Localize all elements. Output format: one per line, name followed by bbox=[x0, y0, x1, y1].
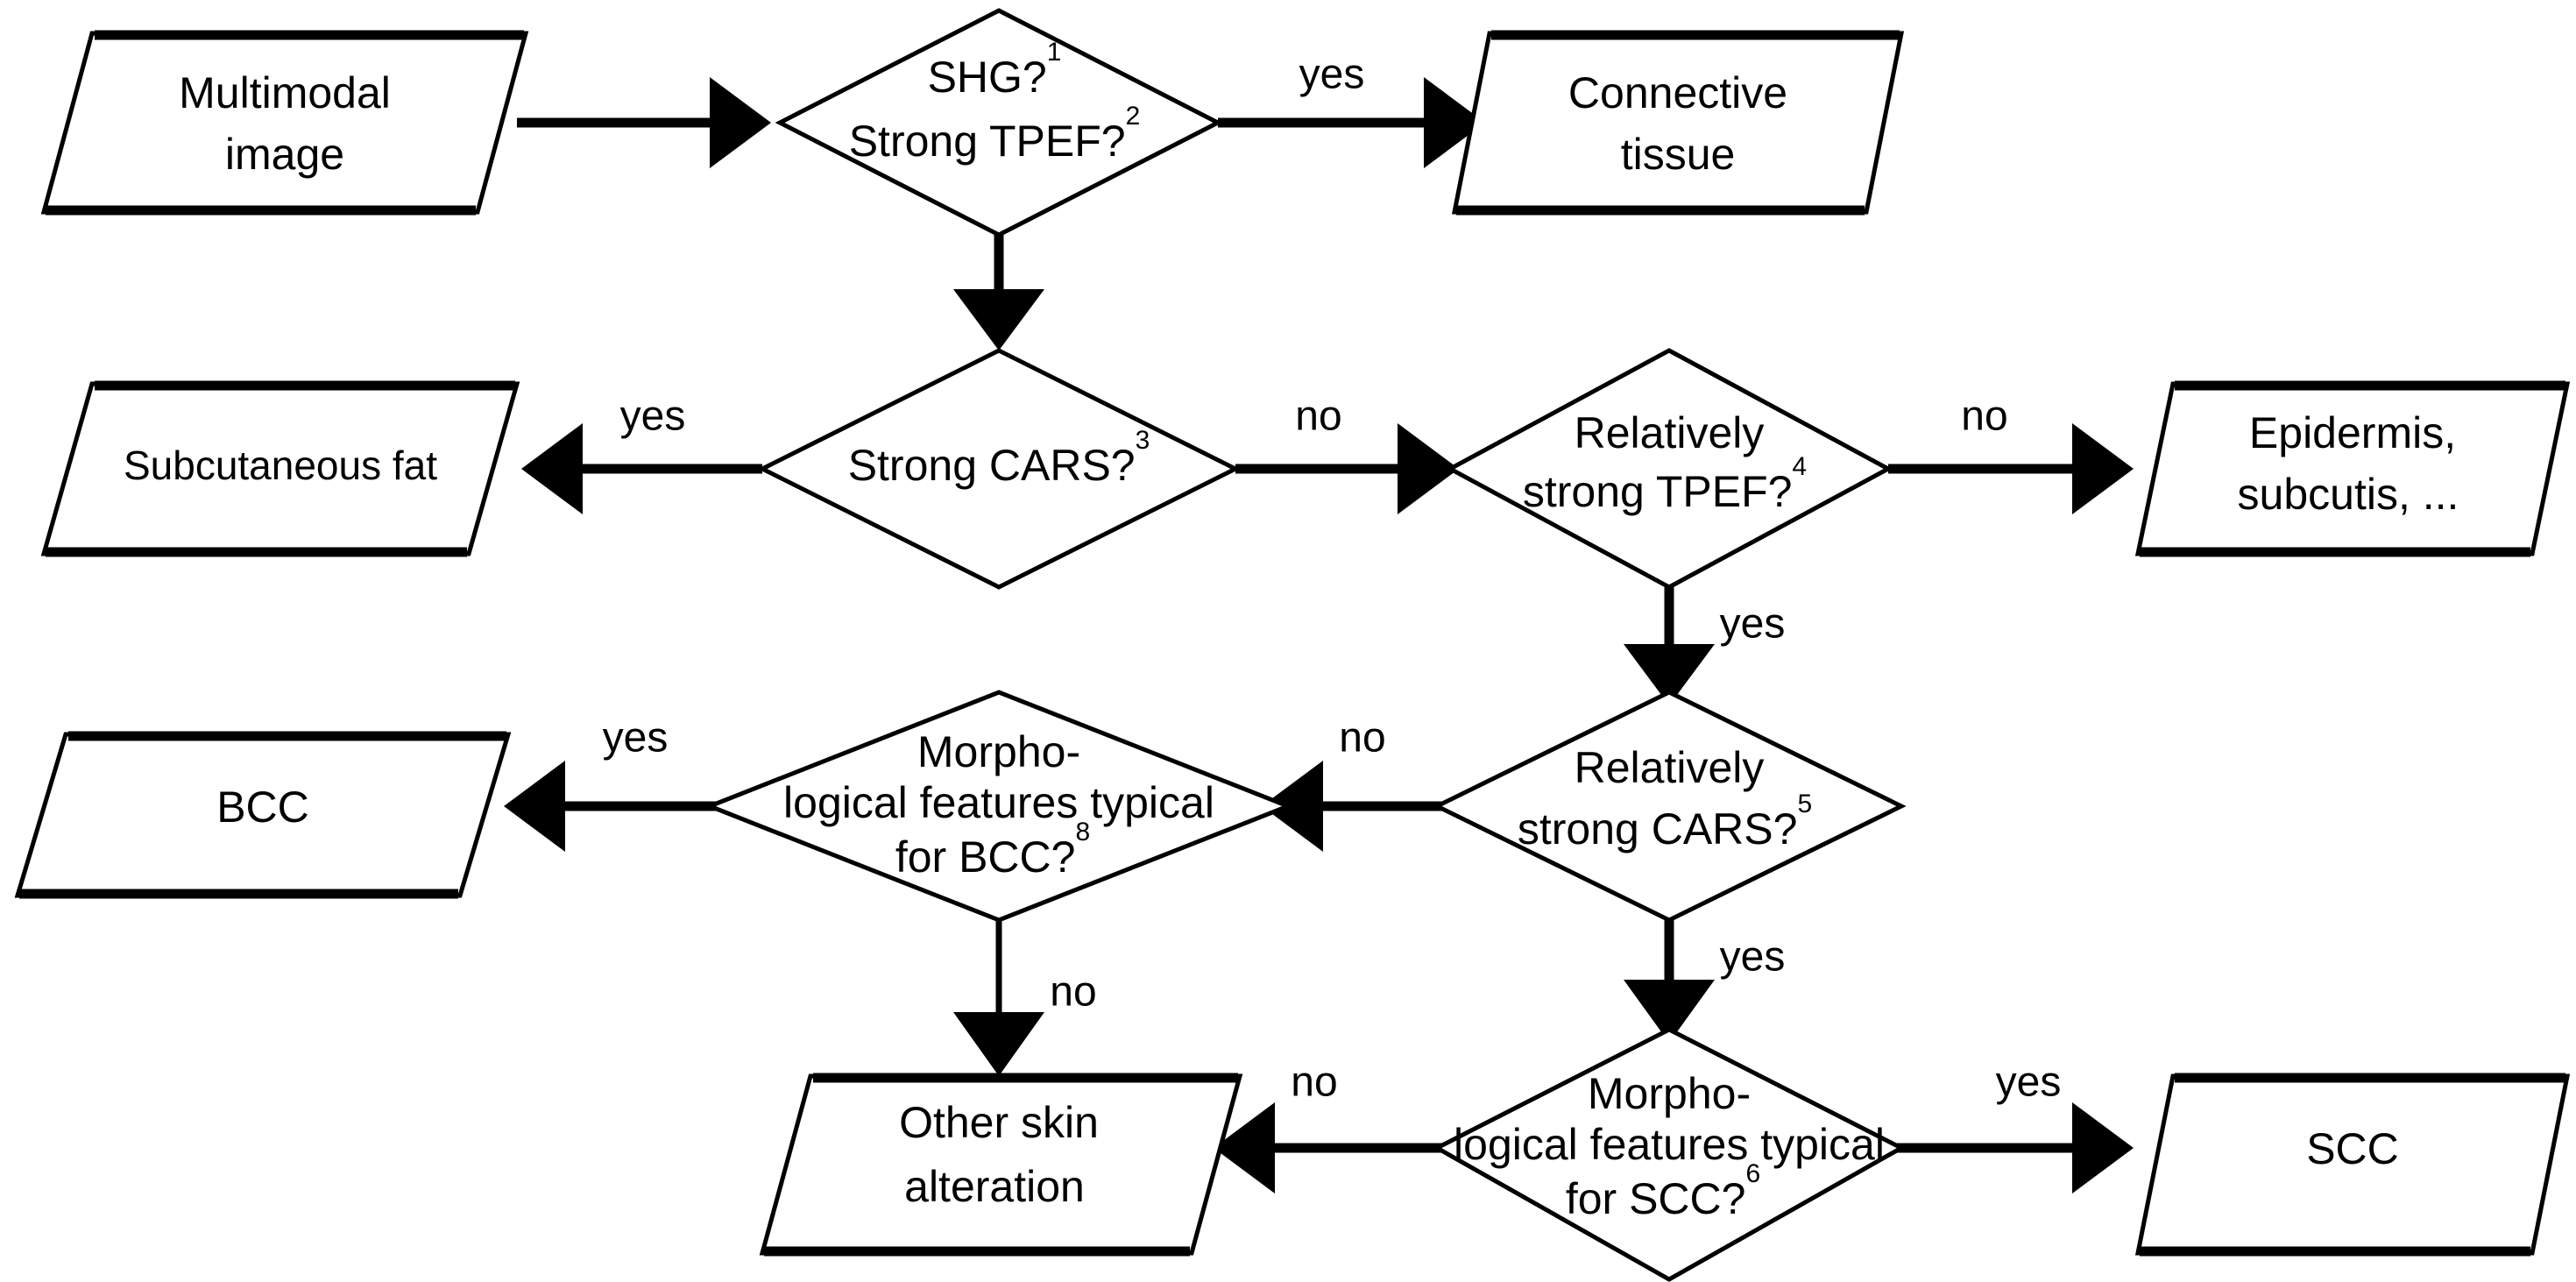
diamond-shape bbox=[757, 348, 1241, 590]
node-multimodal-image[interactable]: Multimodal image bbox=[40, 30, 529, 216]
edge-cars-to-rtpef: no bbox=[1235, 393, 1459, 514]
edge-shg-to-connective: yes bbox=[1218, 52, 1485, 168]
node-label-line2: logical features typical bbox=[1454, 1120, 1885, 1169]
node-subcutaneous-fat[interactable]: Subcutaneous fat bbox=[40, 380, 520, 557]
edge-label-scc-yes: yes bbox=[1996, 1059, 2062, 1106]
parallelogram-shape bbox=[40, 31, 529, 215]
node-label-line1: Morpho- bbox=[917, 727, 1080, 776]
node-label-line2: strong TPEF?4 bbox=[1523, 452, 1807, 516]
node-label-line1: Morpho- bbox=[1588, 1069, 1751, 1118]
arrowhead-icon bbox=[521, 423, 583, 514]
arrowhead-icon bbox=[1214, 1102, 1275, 1193]
node-label-line2: image bbox=[225, 130, 344, 179]
node-label-line2: subcutis, ... bbox=[2238, 470, 2459, 519]
node-strong-cars-decision[interactable]: Strong CARS?3 bbox=[757, 348, 1241, 590]
diamond-shape bbox=[704, 690, 1294, 923]
node-label-line1: SCC bbox=[2306, 1124, 2399, 1173]
node-label-line1: Multimodal bbox=[179, 68, 391, 117]
parallelogram-shape bbox=[1451, 31, 1905, 215]
node-label-line1: Connective bbox=[1568, 68, 1787, 117]
edge-rtpef-to-epidermis: no bbox=[1888, 393, 2134, 514]
node-epidermis[interactable]: Epidermis, subcutis, ... bbox=[2134, 380, 2571, 557]
arrowhead-icon bbox=[1398, 423, 1459, 514]
arrowhead-icon bbox=[710, 77, 771, 168]
node-morpho-bcc-decision[interactable]: Morpho- logical features typical for BCC… bbox=[704, 690, 1294, 923]
arrowhead-icon bbox=[1624, 980, 1715, 1043]
edge-label-rcars-yes: yes bbox=[1720, 934, 1786, 981]
node-label-line3: for SCC?6 bbox=[1566, 1159, 1760, 1223]
diamond-shape bbox=[1445, 348, 1893, 590]
edge-rcars-to-morphoscc: yes bbox=[1624, 911, 1785, 1043]
node-label-line1: BCC bbox=[216, 783, 309, 832]
edge-rtpef-to-rcars: yes bbox=[1624, 574, 1785, 705]
arrowhead-icon bbox=[2072, 423, 2134, 514]
edge-label-bcc-no: no bbox=[1050, 969, 1096, 1016]
node-label-shg: SHG?1 bbox=[928, 38, 1062, 102]
edge-rcars-to-morphobcc: no bbox=[1262, 715, 1446, 852]
arrowhead-icon bbox=[504, 761, 565, 852]
edge-morphoscc-to-other: no bbox=[1214, 1059, 1446, 1193]
node-label-line2: tissue bbox=[1621, 130, 1736, 179]
diamond-shape bbox=[775, 8, 1223, 237]
arrowhead-icon bbox=[1424, 77, 1485, 168]
edge-label-cars-yes: yes bbox=[620, 393, 686, 440]
edge-label-cars-no: no bbox=[1295, 393, 1341, 440]
edge-label-bcc-yes: yes bbox=[603, 715, 669, 761]
node-morpho-scc-decision[interactable]: Morpho- logical features typical for SCC… bbox=[1432, 1027, 1907, 1282]
node-connective-tissue[interactable]: Connective tissue bbox=[1451, 30, 1905, 216]
node-label-line2: strong CARS?5 bbox=[1518, 790, 1812, 853]
edge-multimodal-to-shg bbox=[517, 77, 771, 168]
node-label-line3: for BCC?8 bbox=[895, 818, 1090, 882]
node-label-strong-cars: Strong CARS?3 bbox=[848, 426, 1150, 490]
arrowhead-icon bbox=[2072, 1102, 2134, 1193]
edge-morphoscc-to-scc: yes bbox=[1897, 1059, 2134, 1193]
node-other-skin-alteration[interactable]: Other skin alteration bbox=[759, 1073, 1243, 1257]
arrowhead-icon bbox=[953, 1012, 1044, 1076]
edge-label-scc-no: no bbox=[1291, 1059, 1337, 1106]
node-relatively-strong-tpef-decision[interactable]: Relatively strong TPEF?4 bbox=[1445, 348, 1893, 590]
node-label-line1: Relatively bbox=[1575, 408, 1765, 457]
node-shg-tpef-decision[interactable]: SHG?1 Strong TPEF?2 bbox=[775, 8, 1223, 237]
edge-label-rtpef-yes: yes bbox=[1720, 601, 1786, 648]
node-bcc[interactable]: BCC bbox=[14, 731, 512, 899]
node-label-line1: Other skin bbox=[899, 1098, 1099, 1147]
node-label-line1: Relatively bbox=[1575, 743, 1765, 792]
node-scc[interactable]: SCC bbox=[2134, 1073, 2571, 1257]
edge-morphobcc-to-other: no bbox=[953, 911, 1097, 1076]
node-label-line1: Subcutaneous fat bbox=[124, 443, 437, 488]
diamond-shape bbox=[1432, 690, 1907, 923]
arrowhead-icon bbox=[1624, 644, 1715, 705]
node-relatively-strong-cars-decision[interactable]: Relatively strong CARS?5 bbox=[1432, 690, 1907, 923]
edge-label-rtpef-no: no bbox=[1961, 393, 2007, 440]
edge-label-rcars-no: no bbox=[1339, 715, 1385, 761]
arrowhead-icon bbox=[953, 289, 1044, 351]
node-label-line1: Epidermis, bbox=[2249, 408, 2456, 457]
diamond-shape bbox=[1432, 1027, 1907, 1282]
edge-morphobcc-to-bcc: yes bbox=[504, 715, 736, 852]
edge-cars-to-subfat: yes bbox=[521, 393, 762, 514]
node-label-tpef: Strong TPEF?2 bbox=[849, 102, 1141, 166]
node-label-line2: logical features typical bbox=[783, 778, 1214, 827]
edge-label-shg-yes: yes bbox=[1299, 52, 1365, 98]
node-label-line2: alteration bbox=[904, 1162, 1085, 1211]
